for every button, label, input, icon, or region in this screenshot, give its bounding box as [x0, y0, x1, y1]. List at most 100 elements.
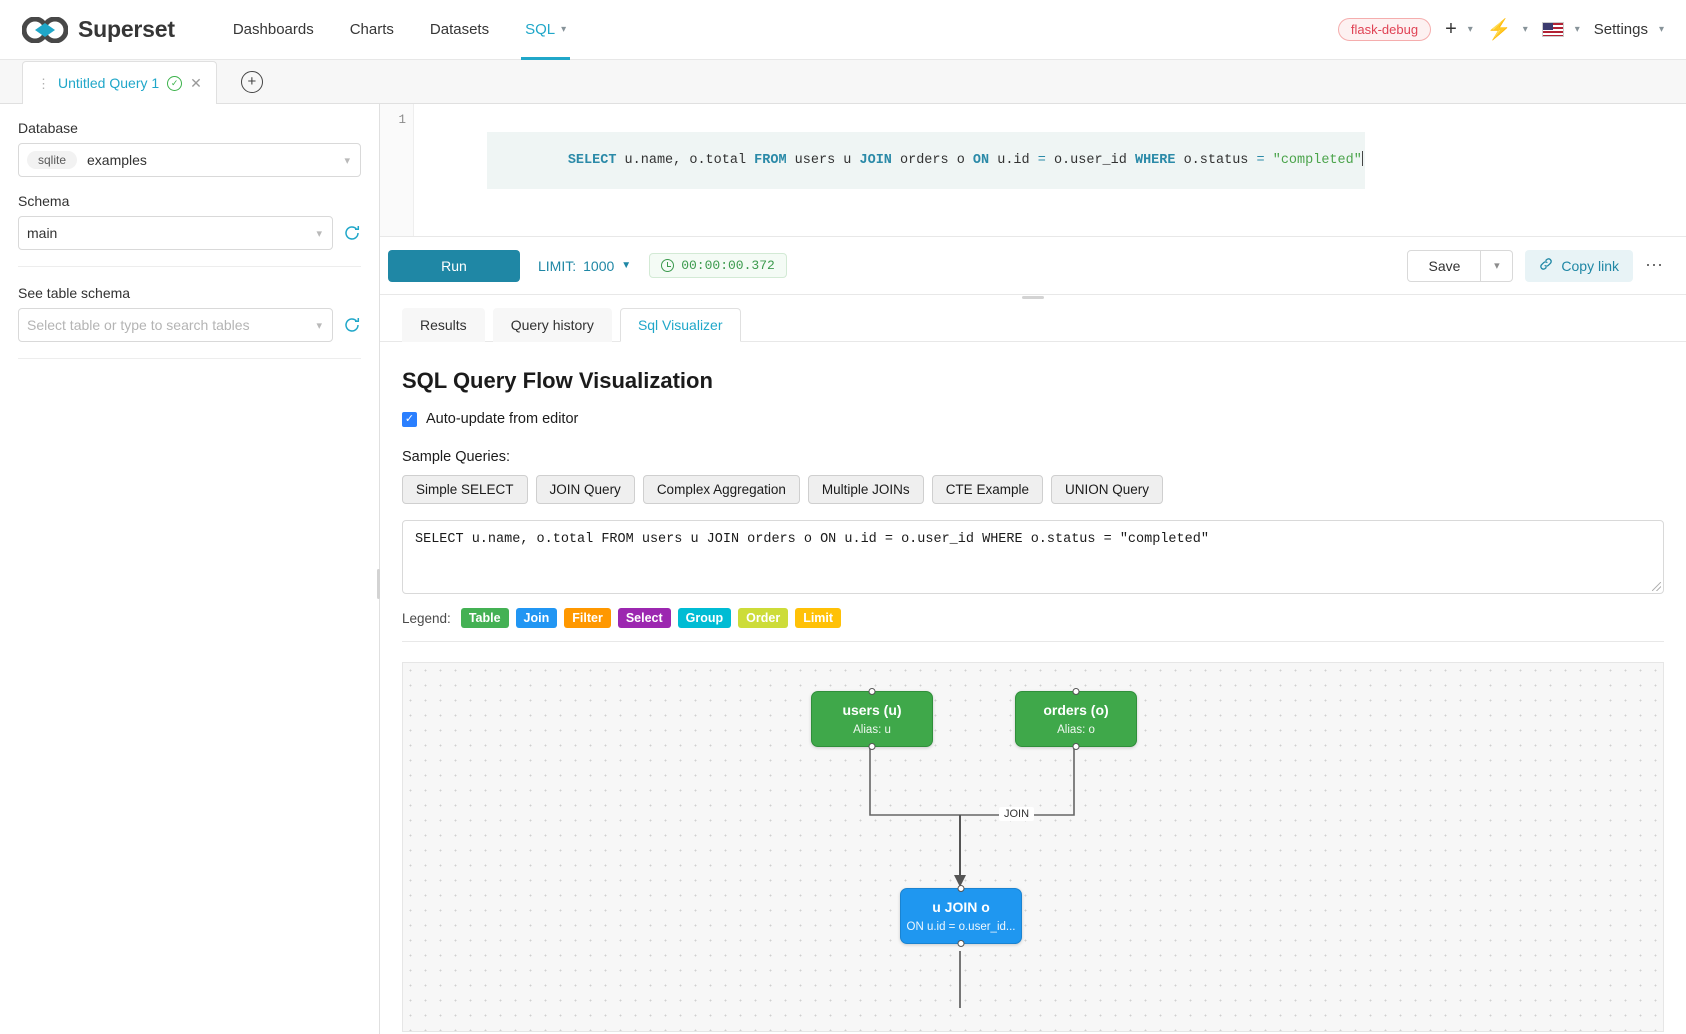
run-button[interactable]: Run	[388, 249, 520, 282]
toolbar-right-group: Save ▾ Copy link ⋯	[1407, 249, 1664, 282]
new-menu[interactable]: + ▾	[1445, 18, 1473, 41]
sample-button-union-query[interactable]: UNION Query	[1050, 475, 1163, 504]
node-port-bottom[interactable]	[1072, 743, 1080, 750]
chevron-down-icon: ▾	[1494, 260, 1500, 272]
divider	[18, 358, 361, 359]
auto-update-checkbox[interactable]: ✓	[402, 411, 417, 427]
table-search-placeholder: Select table or type to search tables	[27, 317, 250, 333]
sql-token-orders: orders o	[891, 153, 973, 168]
auto-update-row: ✓ Auto-update from editor	[402, 411, 1664, 427]
node-port-top[interactable]	[868, 688, 876, 695]
flow-node-join-subtitle: ON u.id = o.user_id...	[906, 920, 1016, 933]
tab-sql-visualizer[interactable]: Sql Visualizer	[619, 308, 741, 342]
node-port-top[interactable]	[1072, 688, 1080, 695]
tab-query-history[interactable]: Query history	[492, 308, 612, 342]
tab-results-label: Results	[420, 317, 467, 333]
sql-token-columns: u.name, o.total	[616, 153, 755, 168]
nav-link-datasets[interactable]: Datasets	[412, 0, 507, 60]
node-port-bottom[interactable]	[868, 743, 876, 750]
textarea-resize-grip[interactable]	[1652, 582, 1661, 591]
table-search-input[interactable]: Select table or type to search tables ▾	[18, 308, 333, 342]
refresh-icon[interactable]	[343, 316, 361, 334]
bolt-menu[interactable]: ⚡ ▾	[1487, 17, 1528, 42]
schema-select[interactable]: main ▾	[18, 216, 333, 250]
sql-token-status: o.status	[1175, 153, 1257, 168]
limit-label: LIMIT:	[538, 257, 577, 274]
limit-dropdown[interactable]: LIMIT: 1000 ▼	[538, 258, 631, 274]
nav-link-charts[interactable]: Charts	[332, 0, 412, 60]
editor-gutter: 1	[380, 104, 414, 236]
sql-token-eq1: =	[1037, 153, 1046, 168]
sql-token-eq2: =	[1256, 153, 1265, 168]
flow-node-orders[interactable]: orders (o) Alias: o	[1015, 688, 1137, 750]
legend-item-select: Select	[617, 608, 671, 628]
database-field: Database sqlite examples ▾	[18, 120, 361, 177]
editor-line-number: 1	[398, 113, 406, 127]
sql-input-textarea[interactable]	[402, 520, 1664, 594]
nav-link-charts-label: Charts	[349, 21, 394, 38]
nav-link-datasets-label: Datasets	[429, 21, 490, 38]
chevron-down-icon: ▾	[1574, 24, 1580, 35]
sample-button-complex-aggregation[interactable]: Complex Aggregation	[642, 475, 800, 504]
editor-code-area[interactable]: SELECT u.name, o.total FROM users u JOIN…	[414, 104, 1686, 236]
settings-menu[interactable]: Settings ▾	[1594, 21, 1664, 38]
sample-queries-label: Sample Queries:	[402, 449, 510, 465]
editor-resize-handle[interactable]	[1022, 296, 1044, 299]
brand-logo-link[interactable]: Superset	[22, 16, 175, 43]
database-select[interactable]: sqlite examples ▾	[18, 143, 361, 177]
chevron-down-icon: ▾	[561, 24, 567, 35]
node-port-top[interactable]	[957, 885, 965, 892]
page-title: SQL Query Flow Visualization	[402, 368, 713, 393]
sql-token-uid: u.id	[989, 153, 1038, 168]
panel-resize-handle[interactable]	[377, 569, 380, 599]
save-dropdown-button[interactable]: ▾	[1481, 249, 1514, 282]
sample-button-simple-select[interactable]: Simple SELECT	[402, 475, 528, 504]
node-port-bottom[interactable]	[957, 940, 965, 947]
database-engine-chip: sqlite	[27, 151, 78, 169]
sample-button-multiple-joins[interactable]: Multiple JOINs	[807, 475, 924, 504]
chevron-down-icon: ▾	[344, 154, 350, 167]
auto-update-label: Auto-update from editor	[426, 411, 579, 427]
sql-editor[interactable]: 1 SELECT u.name, o.total FROM users u JO…	[380, 104, 1686, 237]
workspace: Database sqlite examples ▾ Schema main ▾	[0, 104, 1686, 1034]
sample-button-cte-example[interactable]: CTE Example	[931, 475, 1043, 504]
add-query-tab-button[interactable]: +	[240, 71, 263, 93]
sql-token-from: FROM	[754, 153, 787, 168]
bolt-icon[interactable]: ⚡	[1486, 19, 1512, 41]
legend-item-table: Table	[460, 608, 509, 628]
editor-code-line: SELECT u.name, o.total FROM users u JOIN…	[486, 132, 1365, 189]
ellipsis-icon[interactable]: ⋯	[1645, 255, 1664, 276]
top-navbar: Superset Dashboards Charts Datasets SQL …	[0, 0, 1686, 60]
tab-results[interactable]: Results	[402, 308, 485, 342]
chevron-down-icon: ▾	[316, 319, 322, 332]
drag-handle-icon[interactable]: ⋮	[37, 75, 50, 91]
nav-link-sql-label: SQL	[525, 21, 556, 38]
language-menu[interactable]: ▾	[1541, 22, 1580, 37]
close-icon[interactable]: ✕	[190, 74, 202, 91]
sql-token-completed: "completed"	[1272, 153, 1362, 168]
flow-node-users[interactable]: users (u) Alias: u	[811, 688, 933, 750]
refresh-icon[interactable]	[343, 224, 361, 242]
settings-label: Settings	[1593, 21, 1648, 38]
plus-icon[interactable]: +	[1445, 18, 1457, 40]
clock-icon	[661, 259, 675, 272]
save-button[interactable]: Save	[1407, 249, 1482, 282]
legend: Legend: Table Join Filter Select Group O…	[402, 594, 1664, 642]
flow-node-join[interactable]: u JOIN o ON u.id = o.user_id...	[900, 885, 1022, 947]
nav-link-sql[interactable]: SQL ▾	[507, 0, 584, 60]
copy-link-button[interactable]: Copy link	[1525, 249, 1633, 282]
brand-title: Superset	[78, 16, 175, 42]
save-button-group: Save ▾	[1407, 249, 1514, 282]
sql-input-wrapper	[402, 520, 1664, 594]
database-label: Database	[18, 120, 78, 136]
link-icon	[1539, 257, 1553, 274]
sample-button-join-query[interactable]: JOIN Query	[535, 475, 635, 504]
check-circle-icon: ✓	[167, 75, 183, 91]
result-tab-bar: Results Query history Sql Visualizer	[380, 295, 1686, 342]
flow-canvas[interactable]: JOIN users (u) Alias: u orders (o) Alias…	[402, 662, 1664, 1032]
sql-token-join: JOIN	[859, 153, 892, 168]
nav-link-dashboards[interactable]: Dashboards	[215, 0, 332, 60]
query-tab-untitled-query-1[interactable]: ⋮ Untitled Query 1 ✓ ✕	[22, 61, 217, 104]
nav-links: Dashboards Charts Datasets SQL ▾	[215, 0, 584, 60]
table-schema-label: See table schema	[18, 285, 131, 301]
